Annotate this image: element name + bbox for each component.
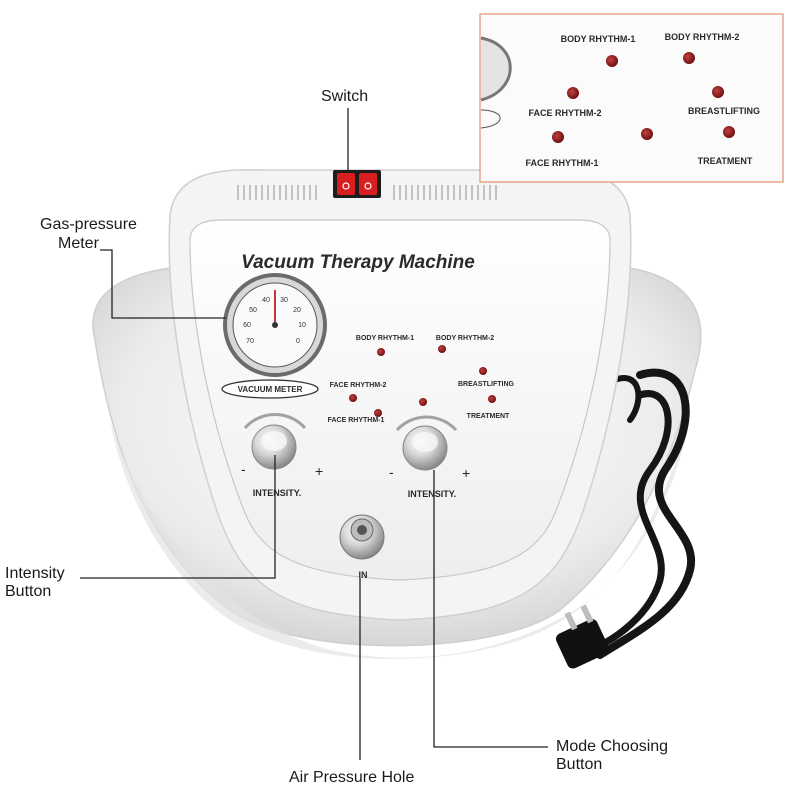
mode-label-body-rhythm-2: BODY RHYTHM-2 <box>436 335 494 342</box>
mode-label-body-rhythm-1: BODY RHYTHM-1 <box>356 335 414 342</box>
inset-label-treatment: TREATMENT <box>698 156 753 166</box>
gauge-tick: 50 <box>249 307 257 314</box>
inset-led-extra <box>641 128 653 140</box>
mode-leader-line <box>433 470 548 748</box>
mode-label-treatment: TREATMENT <box>467 413 510 420</box>
power-plug <box>556 604 609 669</box>
intensity-right-label: INTENSITY. <box>408 489 457 499</box>
air-inlet-nozzle[interactable] <box>339 514 385 560</box>
intensity-left-plus: + <box>315 463 323 479</box>
inset-label-face-rhythm-2: FACE RHYTHM-2 <box>528 108 601 118</box>
intensity-left-minus: - <box>241 461 246 477</box>
gas-pressure-gauge: 70 60 50 40 30 20 10 0 <box>223 273 327 377</box>
machine-face-panel <box>189 219 611 581</box>
power-switch[interactable] <box>333 170 381 198</box>
mode-panel: BODY RHYTHM-1 BODY RHYTHM-2 FACE RHYTHM-… <box>328 335 515 424</box>
inset-label-body-rhythm-1: BODY RHYTHM-1 <box>561 34 636 44</box>
callout-gas-pressure-line2: Meter <box>58 235 99 252</box>
intensity-knob-right[interactable] <box>395 415 458 471</box>
machine-title: Vacuum Therapy Machine <box>241 252 475 273</box>
led-face-rhythm-2 <box>349 394 357 402</box>
callout-intensity-line2: Button <box>5 583 52 600</box>
gauge-tick: 40 <box>262 297 270 304</box>
gauge-tick: 60 <box>243 322 251 329</box>
inset-label-breastlifting: BREASTLIFTING <box>688 106 760 116</box>
callout-lines <box>80 108 548 760</box>
intensity-right-plus: + <box>462 465 470 481</box>
intensity-left-label: INTENSITY. <box>253 488 302 498</box>
intensity-knob-left[interactable] <box>243 413 307 470</box>
inset-label-face-rhythm-1: FACE RHYTHM-1 <box>525 158 598 168</box>
inset-led-body-rhythm-1 <box>606 55 618 67</box>
callout-intensity-line1: Intensity <box>5 565 65 582</box>
inset-led-face-rhythm-1 <box>552 131 564 143</box>
callout-gas-pressure-line1: Gas-pressure <box>40 216 137 233</box>
air-inlet-label: IN <box>359 570 368 580</box>
gauge-tick: 20 <box>293 307 301 314</box>
inset-led-breastlifting <box>712 86 724 98</box>
vent-grille <box>237 185 497 200</box>
inset-led-face-rhythm-2 <box>567 87 579 99</box>
gauge-tick: 30 <box>280 297 288 304</box>
mode-label-breastlifting: BREASTLIFTING <box>458 381 515 388</box>
led-treatment <box>488 395 496 403</box>
inset-zoom-panel: BODY RHYTHM-1 BODY RHYTHM-2 FACE RHYTHM-… <box>479 13 784 183</box>
callout-switch: Switch <box>321 88 369 105</box>
gauge-tick: 0 <box>296 338 300 345</box>
led-extra <box>419 398 427 406</box>
intensity-right-minus: - <box>389 464 394 480</box>
mode-label-face-rhythm-2: FACE RHYTHM-2 <box>330 382 387 389</box>
led-face-rhythm-1 <box>374 409 382 417</box>
gauge-tick: 10 <box>298 322 306 329</box>
gauge-tick: 70 <box>246 338 254 345</box>
vacuum-meter-label: VACUUM METER <box>221 379 319 399</box>
callout-mode-line1: Mode Choosing <box>556 738 669 755</box>
inset-led-treatment <box>723 126 735 138</box>
inset-label-body-rhythm-2: BODY RHYTHM-2 <box>665 32 740 42</box>
callout-air-pressure-hole: Air Pressure Hole <box>289 769 415 786</box>
vacuum-meter-text: VACUUM METER <box>238 385 303 394</box>
gauge-leader-line <box>100 249 226 319</box>
power-cord <box>586 368 696 659</box>
intensity-leader-line <box>80 455 276 579</box>
callout-mode-line2: Button <box>556 756 603 773</box>
led-body-rhythm-1 <box>377 348 385 356</box>
led-body-rhythm-2 <box>438 345 446 353</box>
inset-led-body-rhythm-2 <box>683 52 695 64</box>
mode-label-face-rhythm-1: FACE RHYTHM-1 <box>328 417 385 424</box>
led-breastlifting <box>479 367 487 375</box>
